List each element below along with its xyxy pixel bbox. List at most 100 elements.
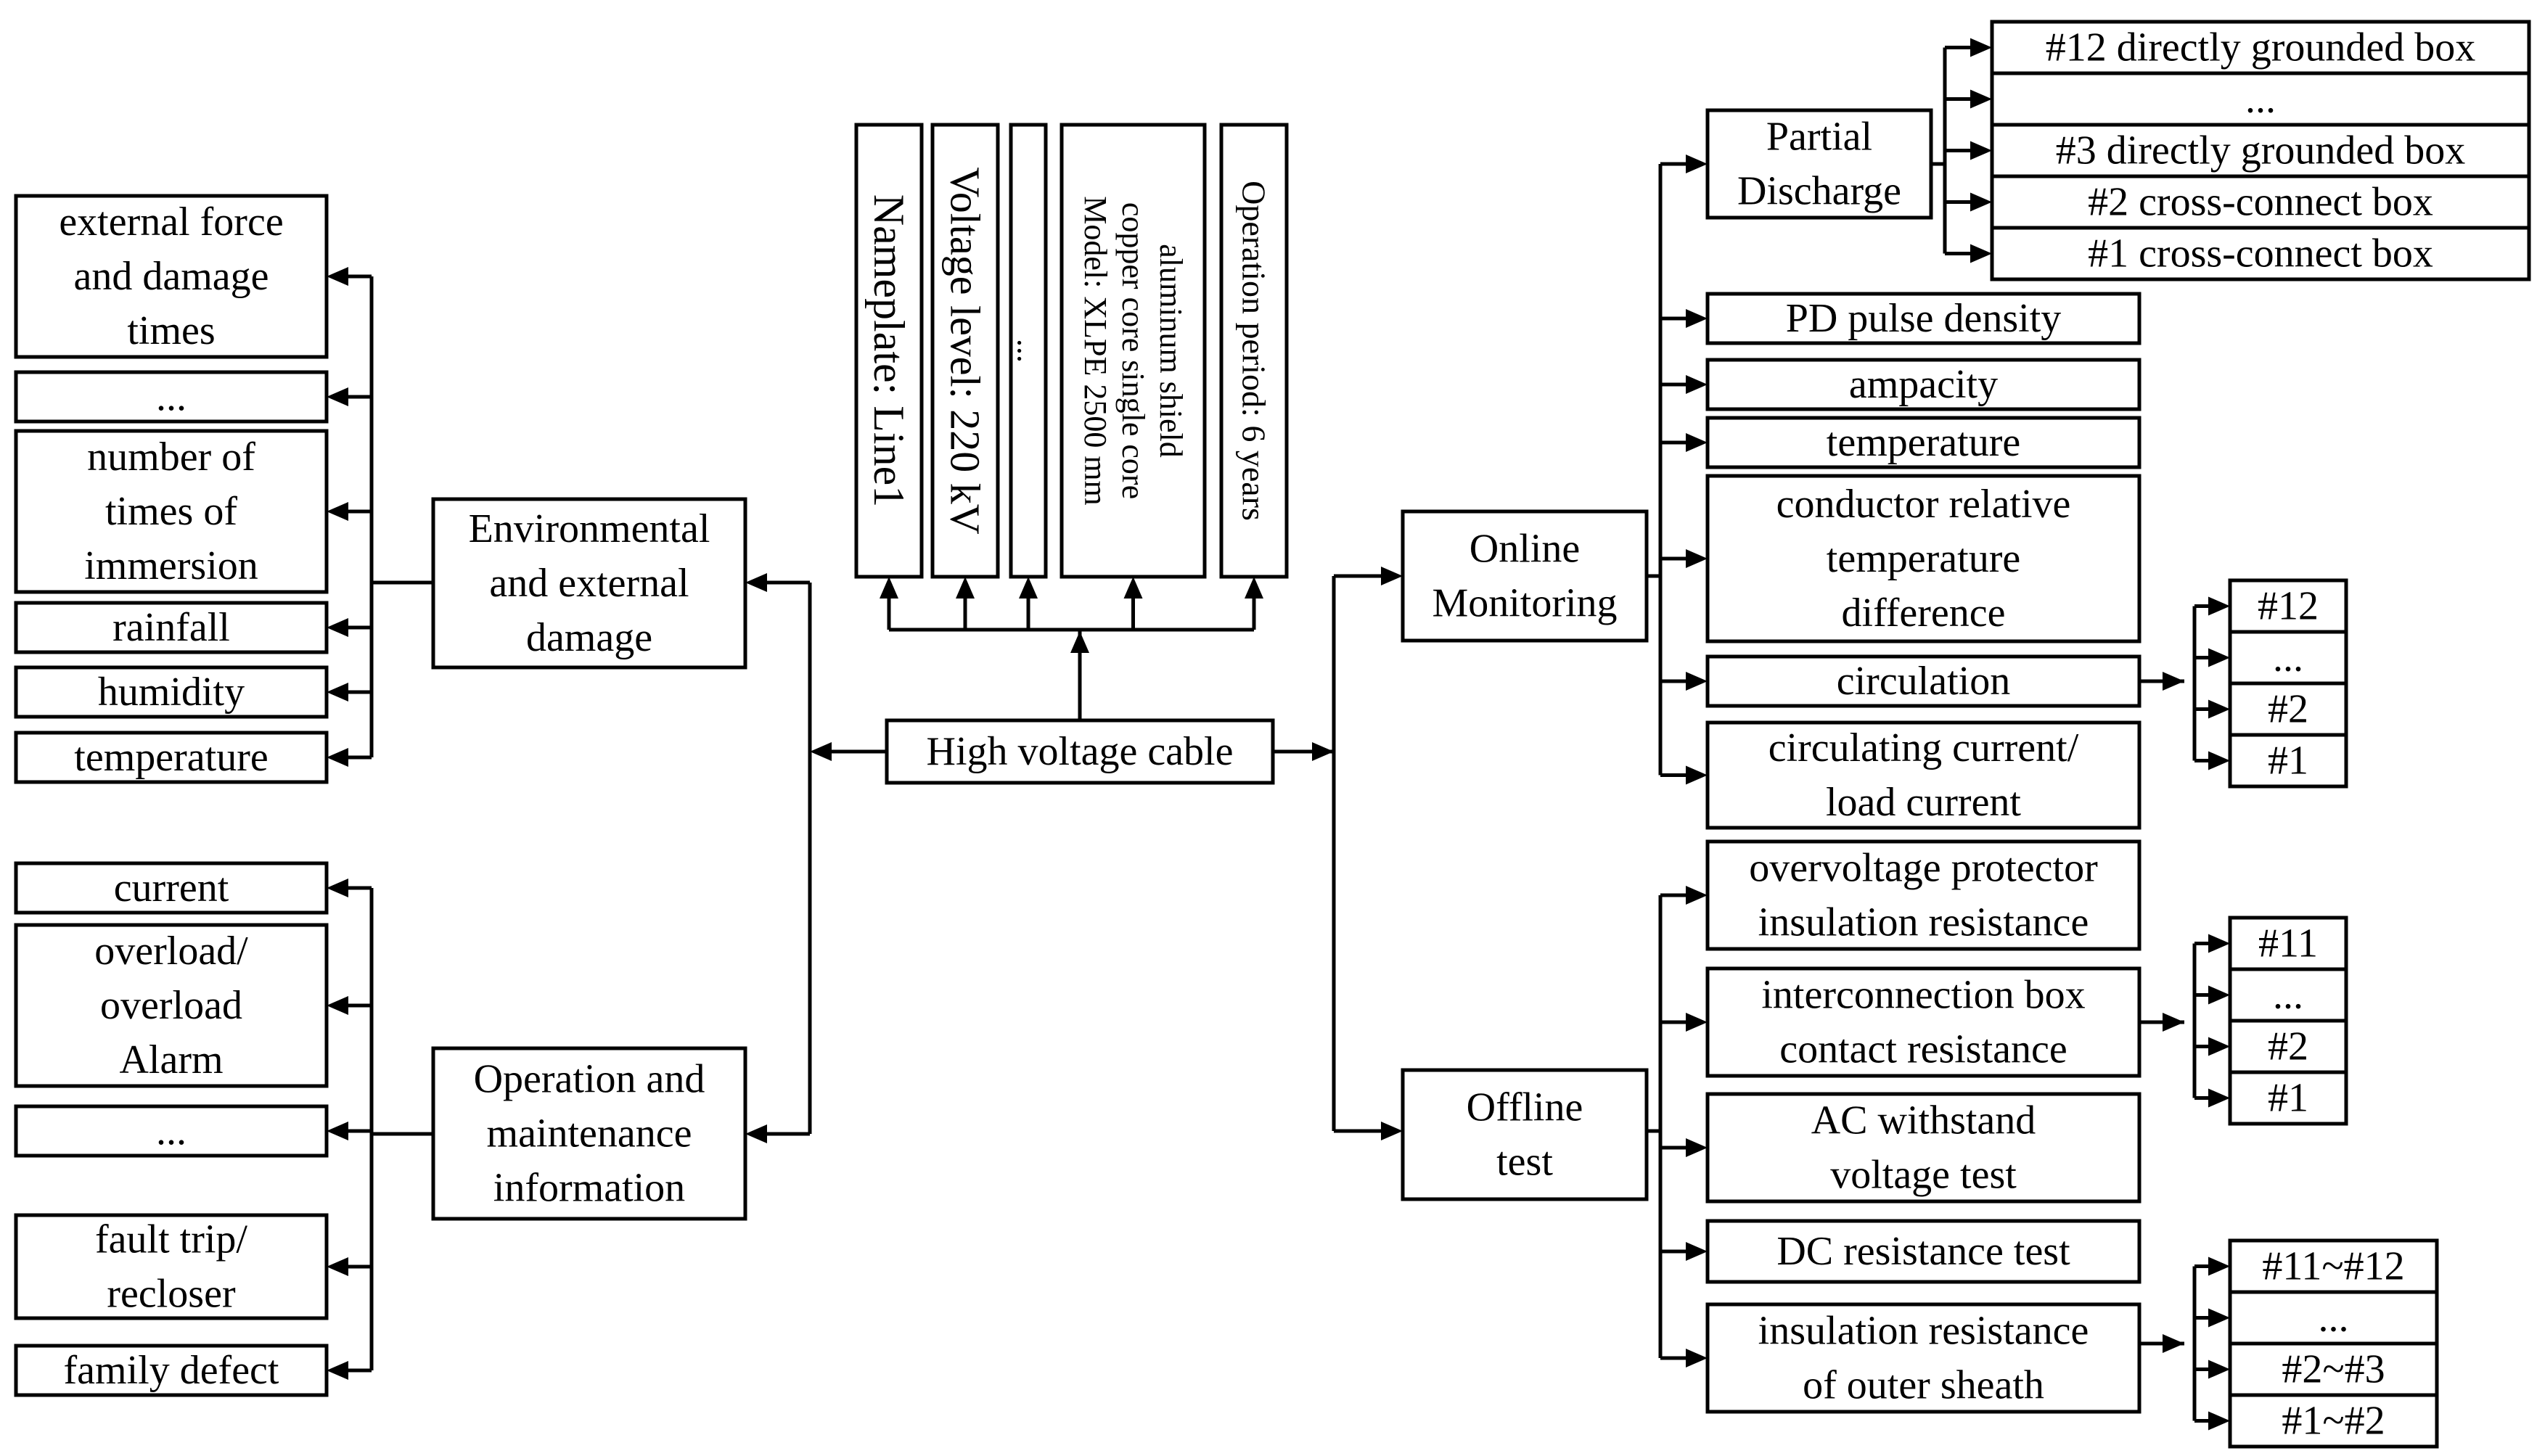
left-leaf-ops-ellipsis	[14, 1104, 329, 1158]
contact-item-2	[2228, 1019, 2348, 1074]
arrowhead	[2208, 1360, 2230, 1379]
right-leaf-outer-sheath	[1705, 1302, 2142, 1414]
operation-category	[431, 1046, 747, 1221]
nameplate-nameplate-ellipsis-label: ...	[1011, 339, 1046, 363]
arrowhead	[1381, 567, 1403, 585]
left-leaf-family-defect-label: family defect	[64, 1348, 279, 1393]
right-leaf-relative-temperature-label: conductor relative	[1776, 482, 2071, 527]
left-leaf-humidity	[14, 665, 329, 719]
right-leaf-partial-discharge-label: Discharge	[1737, 169, 1901, 214]
circulation-item-0-label: #12	[2258, 584, 2319, 629]
arrowhead	[327, 683, 348, 702]
nameplate-nameplate-label: Nameplate: Line1	[865, 194, 913, 507]
right-leaf-online-temperature	[1705, 416, 2142, 469]
arrowhead	[1312, 742, 1334, 761]
arrowhead	[1970, 141, 1992, 160]
nameplate-model-label: aluminum shield	[1153, 244, 1189, 458]
partial-discharge-item-2-label: #3 directly grounded box	[2056, 128, 2466, 173]
arrowhead	[1970, 192, 1992, 212]
arrowhead	[1970, 38, 1992, 57]
left-leaf-overload-label: overload	[100, 983, 242, 1028]
arrowhead	[1686, 1242, 1708, 1261]
sheath-item-1-label: ...	[2319, 1296, 2349, 1341]
offline-category-label: Offline	[1467, 1085, 1583, 1130]
nameplate-model-label: Model: XLPE 2500 mm	[1078, 196, 1113, 506]
left-leaf-overload	[14, 923, 329, 1088]
online-category-label: Monitoring	[1432, 581, 1617, 626]
sheath-item-0	[2228, 1238, 2439, 1294]
arrowhead	[1070, 631, 1089, 653]
arrowhead	[1123, 577, 1143, 599]
contact-item-1-label: ...	[2273, 973, 2303, 1018]
arrowhead	[327, 618, 348, 637]
arrowhead	[1686, 155, 1708, 173]
nameplate-operation-period	[1219, 123, 1289, 579]
partial-discharge-item-0-label: #12 directly grounded box	[2046, 25, 2476, 70]
left-leaf-external-force	[14, 194, 329, 359]
contact-item-0	[2228, 916, 2348, 971]
left-leaf-fault-trip	[14, 1213, 329, 1320]
circulation-item-2	[2228, 681, 2348, 737]
sheath-item-3-label: #1~#2	[2282, 1399, 2385, 1444]
right-leaf-circulating-ratio-label: circulating current/	[1768, 725, 2079, 770]
right-leaf-interconnection-box	[1705, 966, 2142, 1078]
right-leaf-dc-resistance	[1705, 1219, 2142, 1284]
circulation-item-2-label: #2	[2268, 687, 2308, 732]
left-leaf-ops-ellipsis-label: ...	[156, 1109, 187, 1153]
right-leaf-circulation	[1705, 654, 2142, 708]
right-leaf-ac-withstand-label: AC withstand	[1811, 1098, 2036, 1143]
arrowhead	[2208, 1088, 2230, 1108]
right-leaf-partial-discharge-label: Partial	[1766, 115, 1872, 160]
right-leaf-interconnection-box-label: interconnection box	[1761, 973, 2085, 1018]
right-leaf-pd-pulse-density-label: PD pulse density	[1786, 296, 2062, 341]
partial-discharge-item-1-label: ...	[2245, 77, 2276, 122]
left-leaf-immersion-label: times of	[105, 489, 237, 534]
right-leaf-outer-sheath-label: of outer sheath	[1803, 1363, 2044, 1408]
arrowhead	[1686, 1138, 1708, 1157]
arrowhead	[1970, 244, 1992, 263]
operation-category-label: Operation and	[474, 1057, 705, 1102]
arrowhead	[1686, 309, 1708, 328]
arrowhead	[2208, 648, 2230, 667]
left-leaf-current	[14, 861, 329, 915]
partial-discharge-item-4-label: #1 cross-connect box	[2088, 231, 2433, 276]
nameplate-nameplate-ellipsis	[1009, 123, 1048, 579]
offline-category	[1401, 1068, 1649, 1201]
arrowhead	[2208, 1411, 2230, 1431]
sheath-item-2-label: #2~#3	[2282, 1347, 2385, 1392]
left-leaf-external-force-label: external force	[59, 200, 283, 244]
environmental-category-label: and external	[489, 561, 689, 606]
arrowhead	[327, 387, 348, 406]
arrowhead	[1686, 1013, 1708, 1032]
right-leaf-interconnection-box-label: contact resistance	[1779, 1027, 2067, 1072]
root-node-label: High voltage cable	[927, 729, 1234, 774]
right-leaf-dc-resistance-label: DC resistance test	[1776, 1229, 2070, 1274]
online-category	[1401, 509, 1649, 643]
arrowhead	[327, 502, 348, 521]
arrowhead	[327, 1257, 348, 1276]
right-leaf-ac-withstand	[1705, 1092, 2142, 1204]
arrowhead	[745, 1124, 767, 1143]
arrowhead	[2208, 934, 2230, 953]
left-leaf-external-force-label: times	[127, 308, 215, 353]
left-leaf-immersion	[14, 429, 329, 594]
left-leaf-env-temperature-label: temperature	[74, 735, 268, 780]
environmental-category	[431, 497, 747, 670]
arrowhead	[1686, 765, 1708, 785]
left-leaf-overload-label: overload/	[94, 929, 248, 974]
right-leaf-ac-withstand-label: voltage test	[1830, 1153, 2017, 1198]
arrowhead	[327, 1361, 348, 1380]
arrowhead	[1686, 375, 1708, 394]
left-leaf-current-label: current	[114, 865, 229, 910]
left-leaf-immersion-label: number of	[87, 435, 255, 480]
left-leaf-family-defect	[14, 1344, 329, 1397]
arrowhead	[327, 879, 348, 897]
arrowhead	[1019, 577, 1038, 599]
right-leaf-relative-temperature-label: difference	[1842, 591, 2006, 636]
arrowhead	[956, 577, 975, 599]
circulation-item-3-label: #1	[2268, 739, 2308, 783]
arrowhead	[1686, 672, 1708, 691]
nameplate-operation-period-label: Operation period: 6 years	[1236, 181, 1273, 521]
contact-item-1	[2228, 967, 2348, 1023]
